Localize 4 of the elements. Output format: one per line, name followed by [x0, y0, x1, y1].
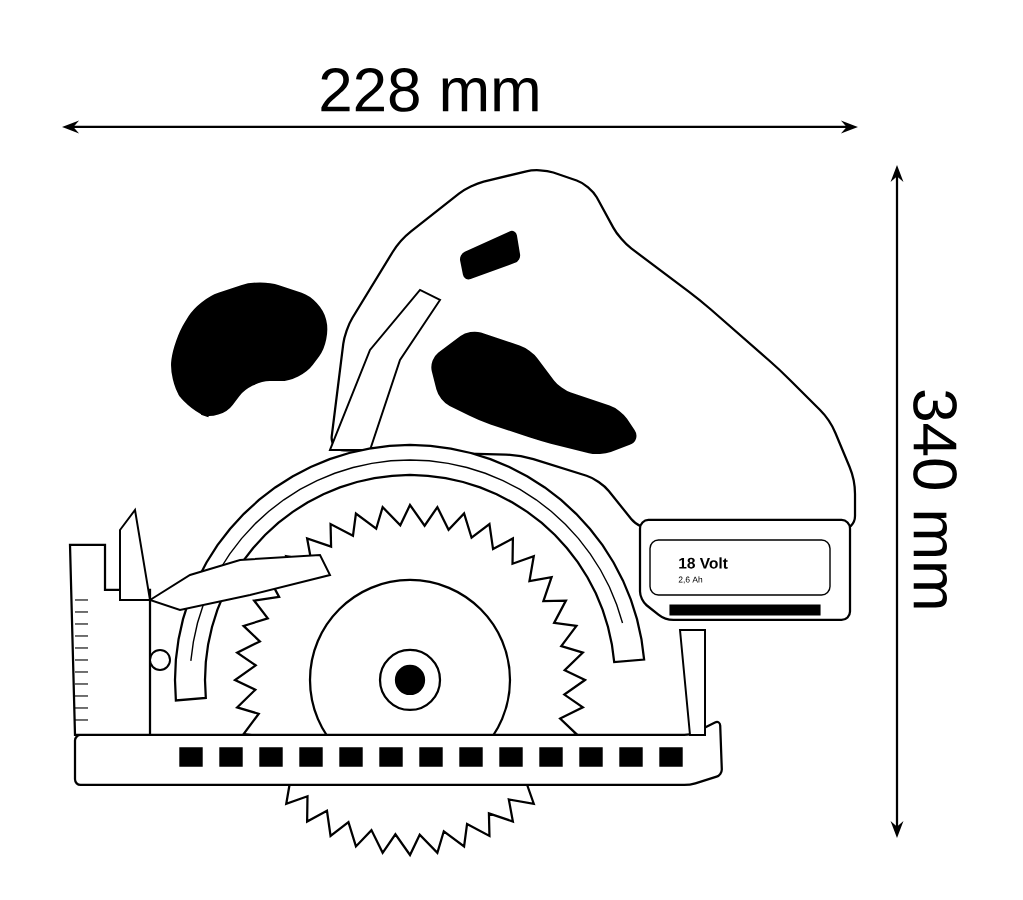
battery-label: 18 Volt	[679, 557, 728, 569]
dimension-label: 228 mm	[321, 68, 538, 112]
battery-label: 2,6 Ah	[678, 576, 703, 584]
dimension-label: 340 mm	[913, 390, 957, 608]
